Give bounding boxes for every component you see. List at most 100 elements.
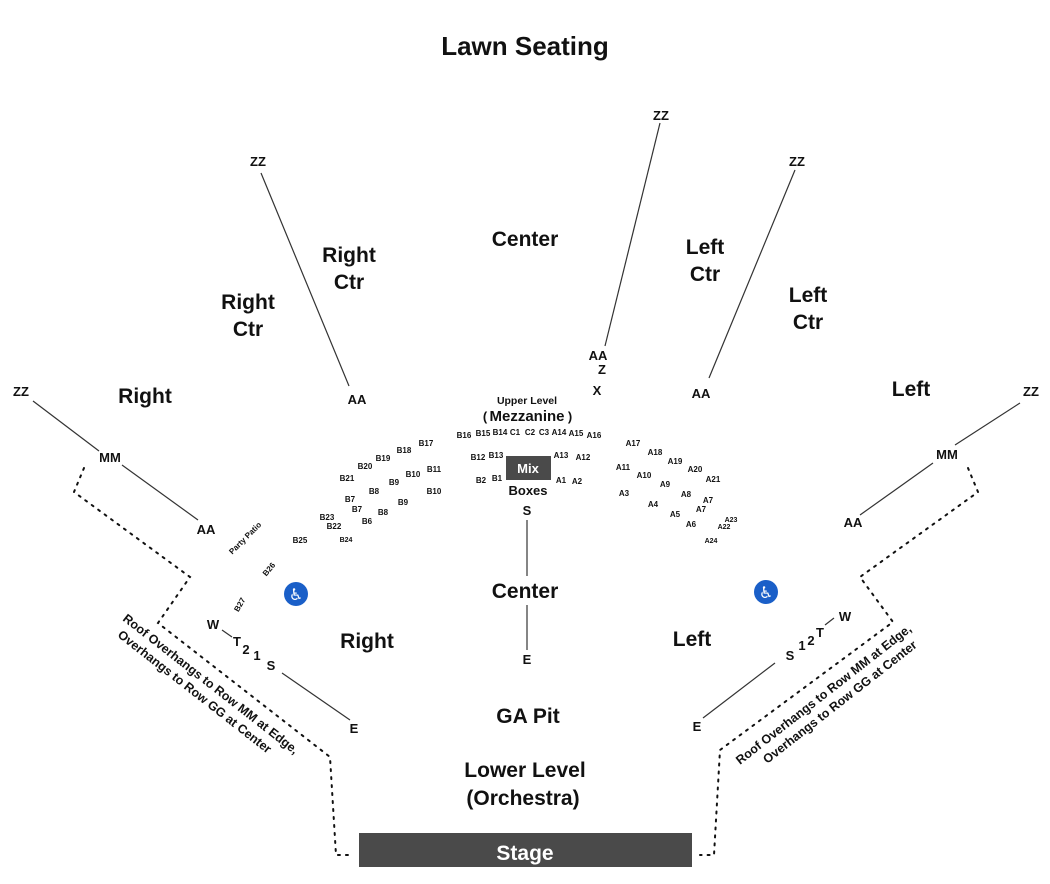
row-e-marker: E — [350, 721, 359, 736]
lawn-center-label: Center — [492, 228, 559, 251]
box-label: B8 — [378, 508, 389, 517]
row-aa-marker: AA — [197, 522, 216, 537]
mix-position — [506, 456, 551, 480]
row-aa-marker: AA — [348, 392, 367, 407]
box-label: B7 — [345, 495, 356, 504]
lawn-right-ctr-inner-line2: Ctr — [334, 271, 364, 294]
box-label: B7 — [352, 505, 363, 514]
orchestra-left-label: Left — [673, 628, 712, 651]
box-label: A6 — [686, 520, 697, 529]
box-label: B18 — [397, 446, 412, 455]
box-label: B9 — [389, 478, 400, 487]
wheelchair-icon: ♿ — [284, 582, 308, 606]
box-label: A14 — [552, 428, 567, 437]
section-dividers — [32, 122, 1021, 721]
lower-level-label: Lower Level — [464, 759, 585, 782]
row-mm-marker: MM — [936, 447, 958, 462]
box-label: A21 — [706, 475, 721, 484]
box-label: B9 — [398, 498, 409, 507]
lawn-boundary-left — [72, 467, 351, 856]
lawn-right-label: Right — [118, 385, 172, 408]
row-t-marker: T — [233, 634, 241, 649]
box-label: A15 — [569, 429, 584, 438]
box-label: B12 — [471, 453, 486, 462]
box-label: B21 — [340, 474, 355, 483]
box-label: A16 — [587, 431, 602, 440]
lawn-left-ctr-outer-line1: Left — [789, 284, 828, 307]
box-label: B25 — [293, 536, 308, 545]
row-zz-marker: ZZ — [653, 108, 669, 123]
row-2-marker: 2 — [807, 633, 814, 648]
box-label: A17 — [626, 439, 641, 448]
row-z-marker: Z — [598, 362, 606, 377]
roof-note-right: Roof Overhangs to Row MM at Edge, Overha… — [733, 622, 919, 768]
box-label: B26 — [261, 560, 278, 577]
box-label: A22 — [718, 524, 731, 531]
svg-text:♿: ♿ — [759, 583, 773, 602]
row-mm-marker: MM — [99, 450, 121, 465]
box-label: C2 — [525, 428, 536, 437]
box-label: A5 — [670, 510, 681, 519]
box-label: B15 — [476, 429, 491, 438]
box-label: A7 — [703, 496, 714, 505]
box-label: B23 — [320, 513, 335, 522]
roof-note-left: Roof Overhangs to Row MM at Edge, Overha… — [115, 611, 301, 757]
stage — [359, 833, 692, 867]
box-label: A18 — [648, 448, 663, 457]
box-label: B17 — [419, 439, 434, 448]
box-group-right: B17 B18 B19 B20 B21 B11 B10 B9 B8 B7 B23… — [232, 439, 442, 613]
row-w-marker: W — [207, 617, 220, 632]
box-label: A7 — [696, 505, 707, 514]
box-label: A3 — [619, 489, 630, 498]
svg-text:♿: ♿ — [289, 585, 303, 604]
row-zz-marker: ZZ — [1023, 384, 1039, 399]
lawn-right-ctr-outer-line2: Ctr — [233, 318, 263, 341]
row-zz-marker: ZZ — [789, 154, 805, 169]
orchestra-center-label: Center — [492, 580, 559, 603]
row-s-marker: S — [786, 648, 795, 663]
row-aa-marker: AA — [692, 386, 711, 401]
mezzanine-label: Mezzanine — [489, 408, 564, 425]
box-label: B19 — [376, 454, 391, 463]
box-label: B11 — [427, 465, 442, 474]
box-label: B6 — [362, 517, 373, 526]
roof-note-line1: Roof Overhangs to Row MM at Edge, — [733, 622, 914, 768]
box-label: A9 — [660, 480, 671, 489]
row-s-marker: S — [267, 658, 276, 673]
orchestra-label: (Orchestra) — [466, 787, 579, 810]
box-label: A11 — [616, 463, 631, 472]
ga-pit-label: GA Pit — [496, 705, 559, 728]
upper-level-label: Upper Level — [497, 395, 557, 407]
row-t-marker: T — [816, 625, 824, 640]
row-e-marker: E — [693, 719, 702, 734]
box-row-top: B16 B15 B14 C1 C2 C3 A14 A15 A16 — [457, 428, 602, 440]
box-label: A2 — [572, 477, 583, 486]
box-label: A23 — [725, 517, 738, 524]
box-label: A1 — [556, 476, 567, 485]
lawn-left-ctr-inner-line1: Left — [686, 236, 725, 259]
box-label: A24 — [705, 538, 718, 545]
wheelchair-icon: ♿ — [754, 580, 778, 604]
row-2-marker: 2 — [242, 642, 249, 657]
box-label: B10 — [406, 470, 421, 479]
box-group-left: A17 A18 A19 A20 A21 A11 A10 A9 A8 A7 A3 … — [616, 439, 738, 545]
box-label: A20 — [688, 465, 703, 474]
lawn-left-ctr-outer-line2: Ctr — [793, 311, 823, 334]
box-label: C3 — [539, 428, 550, 437]
party-patio-label: Party Patio — [227, 520, 263, 556]
boxes-label: Boxes — [508, 483, 547, 498]
box-label: B20 — [358, 462, 373, 471]
row-markers: ZZ ZZ ZZ ZZ ZZ AA AA AA AA AA MM MM Z X … — [13, 108, 1039, 736]
box-label: A8 — [681, 490, 692, 499]
box-label: B22 — [327, 522, 342, 531]
box-label: A13 — [554, 451, 569, 460]
lawn-left-label: Left — [892, 378, 931, 401]
lawn-right-ctr-inner-line1: Right — [322, 244, 376, 267]
box-label: B2 — [476, 476, 487, 485]
box-label: B14 — [493, 428, 508, 437]
box-label: A4 — [648, 500, 659, 509]
box-label: B8 — [369, 487, 380, 496]
row-zz-marker: ZZ — [13, 384, 29, 399]
roof-note-line1: Roof Overhangs to Row MM at Edge, — [120, 611, 301, 757]
orchestra-right-label: Right — [340, 630, 394, 653]
